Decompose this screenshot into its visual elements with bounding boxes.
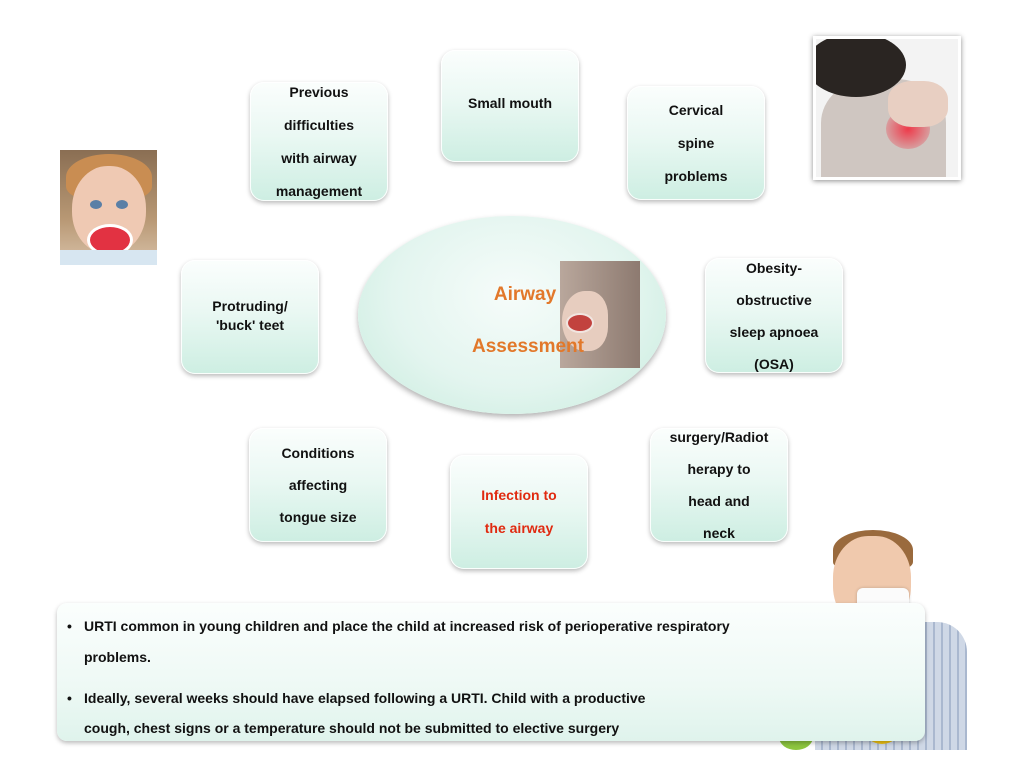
urti-notes-box: • URTI common in young children and plac…: [57, 603, 925, 741]
box-line: head and: [688, 493, 750, 509]
hub-title-line1: Airway: [493, 284, 557, 305]
box-small-mouth: Small mouth: [441, 50, 579, 162]
box-line: problems: [664, 167, 728, 184]
box-previous-difficulties: Previous difficulties with airway manage…: [250, 82, 388, 201]
box-cervical-spine: Cervical spine problems: [627, 86, 765, 200]
box-line: the airway: [484, 520, 554, 536]
box-line: tongue size: [279, 509, 357, 525]
box-line: neck: [703, 525, 735, 541]
box-line: affecting: [288, 477, 348, 493]
box-line: surgery/Radiot: [669, 429, 769, 445]
bullet-text-line: URTI common in young children and place …: [84, 618, 730, 634]
bullet-text-line: cough, chest signs or a temperature shou…: [84, 720, 620, 736]
bullet-text-line: problems.: [84, 649, 151, 665]
box-line: Conditions: [281, 445, 355, 461]
airway-assessment-hub: Airway Assessment: [358, 216, 666, 414]
box-line: Previous: [289, 83, 349, 100]
box-line: with airway: [281, 149, 357, 166]
box-line: management: [275, 182, 363, 199]
box-obesity-osa: Obesity- obstructive sleep apnoea (OSA): [705, 258, 843, 373]
box-protruding-teeth: Protruding/ 'buck' teet: [181, 260, 319, 374]
airway-anatomy-image: [560, 261, 640, 368]
box-line: Cervical: [668, 101, 724, 118]
box-line: herapy to: [687, 461, 751, 477]
box-line: 'buck' teet: [215, 317, 285, 333]
hub-title-line2: Assessment: [472, 336, 584, 357]
box-surgery-radiotherapy: surgery/Radiot herapy to head and neck: [650, 428, 788, 542]
baby-with-pacifier-photo: [60, 150, 157, 265]
box-line: Obesity-: [745, 259, 802, 276]
bullet-text-line: Ideally, several weeks should have elaps…: [84, 690, 646, 706]
box-line: spine: [677, 134, 715, 151]
box-line: Small mouth: [467, 95, 552, 111]
box-line: difficulties: [283, 116, 354, 133]
box-tongue-conditions: Conditions affecting tongue size: [249, 428, 387, 542]
box-line: sleep apnoea: [729, 323, 819, 340]
neck-pain-photo: [813, 36, 961, 180]
box-line: Infection to: [481, 487, 557, 503]
bullet-marker: •: [67, 618, 72, 634]
box-line: obstructive: [736, 291, 812, 308]
box-airway-infection: Infection to the airway: [450, 455, 588, 569]
box-line: (OSA): [754, 355, 794, 372]
box-line: Protruding/: [212, 298, 288, 314]
bullet-marker: •: [67, 690, 72, 706]
